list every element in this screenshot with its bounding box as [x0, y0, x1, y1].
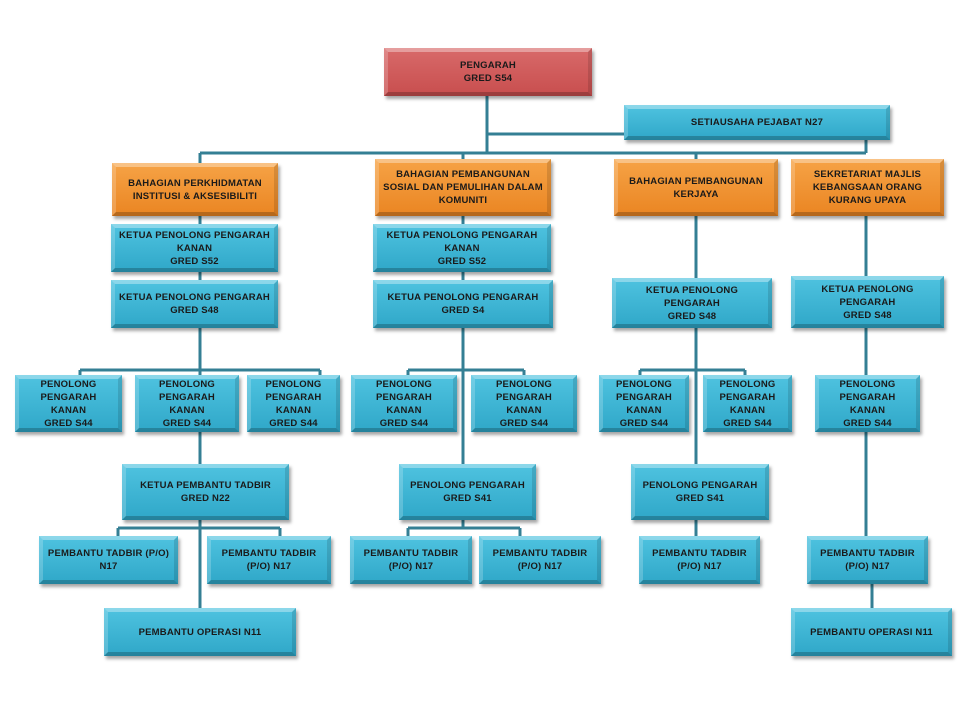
position-box: PENOLONG PENGARAH GRED S41	[631, 464, 769, 520]
officer-label: PENOLONG PENGARAH KANAN GRED S44	[376, 378, 432, 429]
clerk-box: PEMBANTU TADBIR (P/O) N17	[807, 536, 928, 584]
position-box: KETUA PENOLONG PENGARAH GRED S48	[111, 280, 278, 328]
officer-box: PENOLONG PENGARAH KANAN GRED S44	[351, 375, 457, 432]
director-label: PENGARAH GRED S54	[460, 60, 516, 84]
clerk-box: PEMBANTU TADBIR (P/O) N17	[39, 536, 178, 584]
officer-box: PENOLONG PENGARAH KANAN GRED S44	[135, 375, 239, 432]
officer-label: PENOLONG PENGARAH KANAN GRED S44	[40, 378, 97, 429]
position-box: KETUA PENOLONG PENGARAH GRED S4	[373, 280, 553, 328]
division-box: SEKRETARIAT MAJLIS KEBANGSAAN ORANG KURA…	[791, 159, 944, 216]
connector	[116, 526, 282, 537]
clerk-label: PEMBANTU TADBIR (P/O) N17	[221, 548, 317, 572]
officer-label: PENOLONG PENGARAH KANAN GRED S44	[839, 378, 896, 429]
clerk-box: PEMBANTU TADBIR (P/O) N17	[639, 536, 760, 584]
officer-box: PENOLONG PENGARAH KANAN GRED S44	[815, 375, 920, 432]
officer-label: PENOLONG PENGARAH KANAN GRED S44	[496, 378, 552, 429]
clerk-box: PEMBANTU TADBIR (P/O) N17	[479, 536, 601, 584]
clerk-box: PEMBANTU TADBIR (P/O) N17	[207, 536, 331, 584]
clerk-label: PEMBANTU TADBIR (P/O) N17	[492, 548, 588, 572]
clerk-box: PEMBANTU TADBIR (P/O) N17	[350, 536, 472, 584]
officer-label: PENOLONG PENGARAH KANAN GRED S44	[265, 378, 322, 429]
position-label: PENOLONG PENGARAH GRED S41	[642, 480, 758, 504]
officer-label: PENOLONG PENGARAH KANAN GRED S44	[159, 378, 215, 429]
position-label: KETUA PENOLONG PENGARAH KANAN GRED S52	[119, 229, 270, 267]
officer-box: PENOLONG PENGARAH KANAN GRED S44	[471, 375, 577, 432]
clerk-label: PEMBANTU TADBIR (P/O) N17	[652, 548, 747, 572]
clerk-label: PEMBANTU TADBIR (P/O) N17	[47, 548, 170, 572]
division-label: BAHAGIAN PERKHIDMATAN INSTITUSI & AKSESI…	[128, 177, 262, 202]
operations-box: PEMBANTU OPERASI N11	[104, 608, 296, 656]
position-label: PENOLONG PENGARAH GRED S41	[410, 480, 525, 504]
officer-box: PENOLONG PENGARAH KANAN GRED S44	[15, 375, 122, 432]
operations-label: PEMBANTU OPERASI N11	[810, 626, 933, 638]
division-box: BAHAGIAN PEMBANGUNAN SOSIAL DAN PEMULIHA…	[375, 159, 551, 216]
position-label: KETUA PENOLONG PENGARAH GRED S4	[387, 292, 539, 316]
division-label: BAHAGIAN PEMBANGUNAN SOSIAL DAN PEMULIHA…	[383, 169, 543, 206]
officer-box: PENOLONG PENGARAH KANAN GRED S44	[599, 375, 689, 432]
secretary-label: SETIAUSAHA PEJABAT N27	[690, 117, 824, 128]
operations-box: PEMBANTU OPERASI N11	[791, 608, 952, 656]
clerk-label: PEMBANTU TADBIR (P/O) N17	[363, 548, 459, 572]
position-box: KETUA PENOLONG PENGARAH GRED S48	[612, 278, 772, 328]
position-label: KETUA PENOLONG PENGARAH KANAN GRED S52	[386, 229, 538, 267]
position-label: KETUA PEMBANTU TADBIR GRED N22	[140, 480, 271, 504]
secretary-box: SETIAUSAHA PEJABAT N27	[624, 105, 890, 140]
position-box: KETUA PENOLONG PENGARAH KANAN GRED S52	[111, 224, 278, 272]
position-label: KETUA PENOLONG PENGARAH GRED S48	[119, 292, 270, 316]
officer-label: PENOLONG PENGARAH KANAN GRED S44	[719, 378, 776, 429]
division-label: BAHAGIAN PEMBANGUNAN KERJAYA	[629, 175, 763, 200]
division-label: SEKRETARIAT MAJLIS KEBANGSAAN ORANG KURA…	[812, 169, 923, 206]
position-box: KETUA PEMBANTU TADBIR GRED N22	[122, 464, 289, 520]
division-box: BAHAGIAN PEMBANGUNAN KERJAYA	[614, 159, 778, 216]
position-box: KETUA PENOLONG PENGARAH GRED S48	[791, 276, 944, 328]
position-box: KETUA PENOLONG PENGARAH KANAN GRED S52	[373, 224, 551, 272]
division-box: BAHAGIAN PERKHIDMATAN INSTITUSI & AKSESI…	[112, 163, 278, 216]
clerk-label: PEMBANTU TADBIR (P/O) N17	[820, 548, 915, 572]
position-box: PENOLONG PENGARAH GRED S41	[399, 464, 536, 520]
operations-label: PEMBANTU OPERASI N11	[138, 626, 262, 638]
position-label: KETUA PENOLONG PENGARAH GRED S48	[821, 283, 914, 321]
officer-box: PENOLONG PENGARAH KANAN GRED S44	[703, 375, 792, 432]
officer-box: PENOLONG PENGARAH KANAN GRED S44	[247, 375, 340, 432]
position-label: KETUA PENOLONG PENGARAH GRED S48	[645, 284, 739, 322]
director-box: PENGARAH GRED S54	[384, 48, 592, 96]
officer-label: PENOLONG PENGARAH KANAN GRED S44	[616, 378, 672, 429]
connector	[406, 526, 522, 537]
